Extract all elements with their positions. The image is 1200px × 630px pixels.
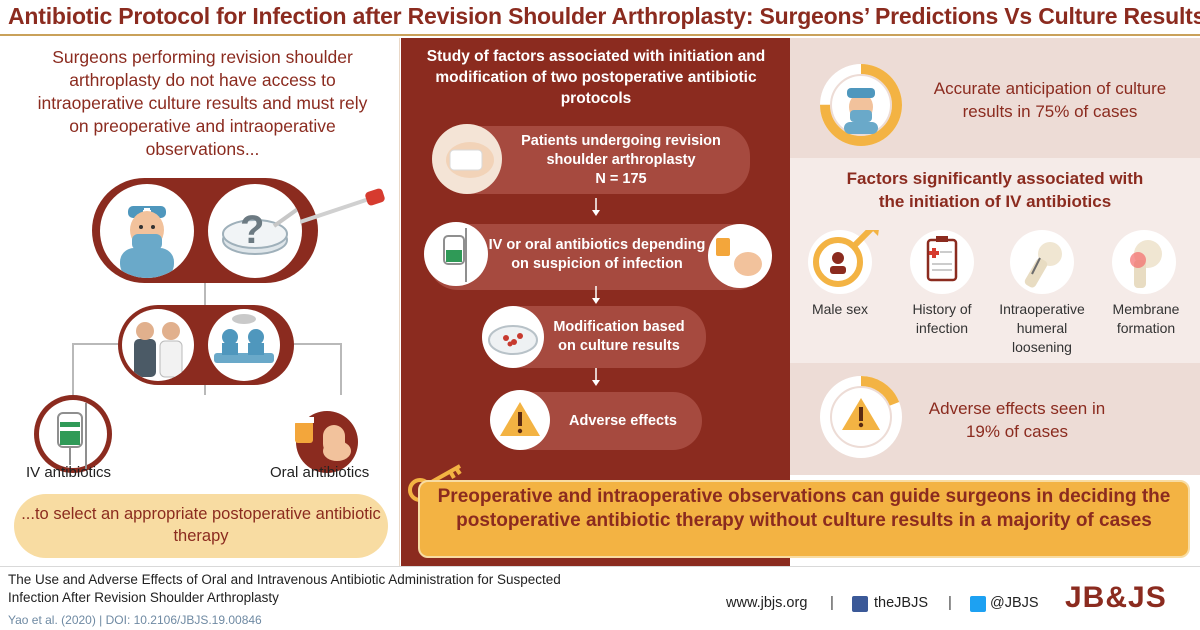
separator: | <box>830 594 834 611</box>
shoulder-membrane-icon <box>1112 230 1176 294</box>
question-mark: ? <box>240 208 265 252</box>
footer: The Use and Adverse Effects of Oral and … <box>0 566 1200 630</box>
step-patients-count: N = 175 <box>595 171 647 187</box>
select-therapy-box: ...to select an appropriate postoperativ… <box>14 494 388 558</box>
factor-label-history: History of infection <box>912 301 972 336</box>
iv-bag-icon <box>34 395 112 473</box>
arrow-down-icon <box>592 286 600 304</box>
facebook-icon <box>852 596 868 612</box>
factor-label-membrane: Membrane formation <box>1112 301 1180 336</box>
accuracy-ring-icon <box>818 62 904 148</box>
medical-chart-icon <box>910 230 974 294</box>
tree-connector-vertical <box>204 385 206 395</box>
oral-pill-icon <box>287 411 358 473</box>
step-patients-text: Patients undergoing revision shoulder ar… <box>521 133 721 168</box>
facebook-link[interactable]: theJBJS <box>874 595 928 611</box>
male-sex-icon <box>808 222 880 294</box>
conclusion-box: Preoperative and intraoperative observat… <box>418 480 1190 558</box>
arrow-down-icon <box>592 198 600 216</box>
title-bar: Antibiotic Protocol for Infection after … <box>0 0 1200 36</box>
iv-bag-small-icon <box>424 222 488 286</box>
operating-room-icon <box>208 309 280 381</box>
step-adverse-text: Adverse effects <box>569 413 677 429</box>
surgeon-icon <box>100 184 194 278</box>
accuracy-text: Accurate anticipation of culture results… <box>933 79 1167 121</box>
citation: Yao et al. (2020) | DOI: 10.2106/JBJS.19… <box>8 613 262 627</box>
shoulder-joint-icon <box>1010 230 1074 294</box>
factor-label-male-sex: Male sex <box>811 301 869 317</box>
left-intro-text: Surgeons performing revision shoulder ar… <box>37 47 368 159</box>
tree-connector-horizontal <box>72 343 120 345</box>
adverse-ring-icon <box>818 374 904 460</box>
separator: | <box>948 594 952 611</box>
tree-connector-vertical <box>204 283 206 305</box>
swab-icon <box>299 188 390 228</box>
oral-pill-small-icon <box>708 224 772 288</box>
adverse-text: Adverse effects seen in 19% of cases <box>928 399 1106 441</box>
iv-antibiotics-label: IV antibiotics <box>26 464 112 481</box>
study-title: Study of factors associated with initiat… <box>426 48 766 107</box>
step-antibiotics-text: IV or oral antibiotics depending on susp… <box>488 237 706 272</box>
step-modification-text: Modification based on culture results <box>553 319 685 354</box>
consultation-icon <box>122 309 194 381</box>
factor-label-loosening: Intraoperative humeral loosening <box>999 301 1085 355</box>
website-link[interactable]: www.jbjs.org <box>726 595 808 611</box>
tree-connector-vertical <box>72 343 74 395</box>
article-title: The Use and Adverse Effects of Oral and … <box>8 572 561 605</box>
petri-dish-question-icon <box>208 184 302 278</box>
page-title: Antibiotic Protocol for Infection after … <box>8 3 1200 29</box>
twitter-icon <box>970 596 986 612</box>
tree-connector-horizontal <box>292 343 342 345</box>
oral-antibiotics-label: Oral antibiotics <box>270 464 370 481</box>
left-panel: Surgeons performing revision shoulder ar… <box>0 38 400 566</box>
factors-title: Factors significantly associated with th… <box>846 169 1144 211</box>
jbjs-logo: JB&JS <box>1065 581 1167 614</box>
shoulder-bandage-icon <box>432 124 502 194</box>
warning-icon <box>490 390 550 450</box>
arrow-down-icon <box>592 368 600 386</box>
tree-connector-vertical <box>340 343 342 395</box>
twitter-link[interactable]: @JBJS <box>990 595 1039 611</box>
culture-dish-icon <box>482 306 544 368</box>
